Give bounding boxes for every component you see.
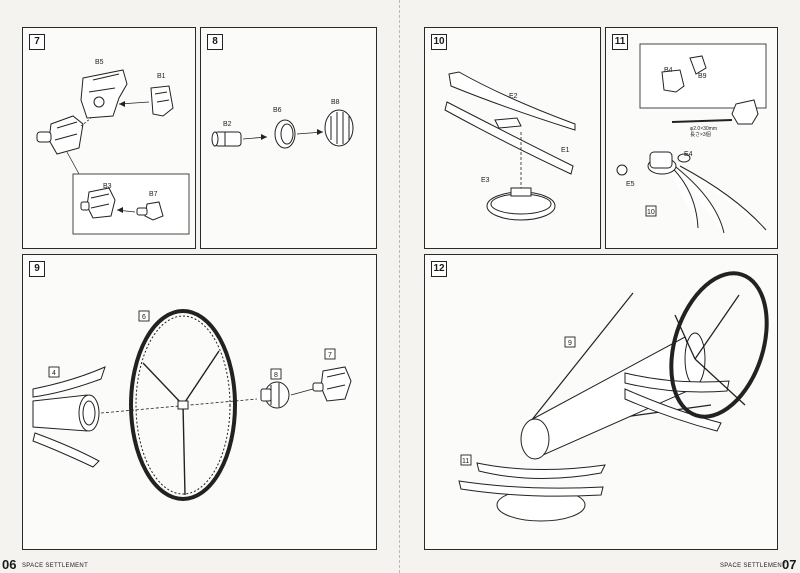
label-e3: E3 (481, 177, 490, 184)
page-number-left: 06 (2, 557, 17, 572)
step-11-illustration: B4 B9 E4 E5 10 φ2.0×30mm 長さ×3個 (616, 43, 767, 234)
ref-11: 11 (462, 458, 469, 465)
step-12-number: 12 (431, 261, 447, 277)
ref-7: 7 (328, 352, 332, 359)
page-number-right: 07 (782, 557, 797, 572)
step-11-number: 11 (612, 34, 628, 50)
label-b4: B4 (664, 67, 673, 74)
label-b7: B7 (149, 191, 158, 198)
spine-divider (399, 0, 400, 573)
ref-4: 4 (52, 370, 56, 377)
ref-8: 8 (274, 372, 278, 379)
label-e5: E5 (626, 181, 635, 188)
label-b8: B8 (331, 99, 340, 106)
ref-6: 6 (142, 314, 146, 321)
ref-10: 10 (647, 209, 655, 216)
step-8-panel: 8 B2 B6 B8 (200, 27, 377, 249)
step-9-number: 9 (29, 261, 45, 277)
label-b2: B2 (223, 121, 232, 128)
rod-quantity-note: 長さ×3個 (690, 131, 711, 138)
label-b6: B6 (273, 107, 282, 114)
label-b5: B5 (95, 59, 104, 66)
left-page: 7 (2, 27, 377, 572)
label-b3: B3 (103, 183, 112, 190)
step-11-panel: 11 B4 B9 E4 E5 10 φ2.0×30mm 長さ×3 (605, 27, 778, 249)
step-10-panel: 10 E2 E1 E3 (424, 27, 601, 249)
label-e2: E2 (509, 93, 518, 100)
rod-size-note: φ2.0×30mm (690, 126, 717, 132)
label-e1: E1 (561, 147, 570, 154)
step-12-illustration: 9 11 (458, 271, 769, 522)
step-10-number: 10 (431, 34, 447, 50)
step-12-panel: 12 (424, 254, 778, 550)
part-b5-drawing (80, 69, 128, 119)
step-7-panel: 7 (22, 27, 196, 249)
page-title-left: SPACE SETTLEMENT (22, 563, 89, 569)
step-9-panel: 9 (22, 254, 377, 550)
step-7-number: 7 (29, 34, 45, 50)
label-b9: B9 (698, 73, 707, 80)
step-7-illustration: B5 B1 B3 B7 (36, 59, 190, 235)
step-9-illustration: 4 6 8 7 (32, 309, 352, 501)
wheel-drawing (129, 309, 237, 501)
label-b1: B1 (157, 73, 166, 80)
page-title-right: SPACE SETTLEMENT (720, 563, 787, 569)
ref-9: 9 (568, 340, 572, 347)
step-8-illustration: B2 B6 B8 (211, 99, 354, 149)
step-8-number: 8 (207, 34, 223, 50)
label-e4: E4 (684, 151, 693, 158)
right-page: 10 E2 E1 E3 11 (400, 0, 800, 573)
step-10-illustration: E2 E1 E3 (444, 71, 576, 221)
